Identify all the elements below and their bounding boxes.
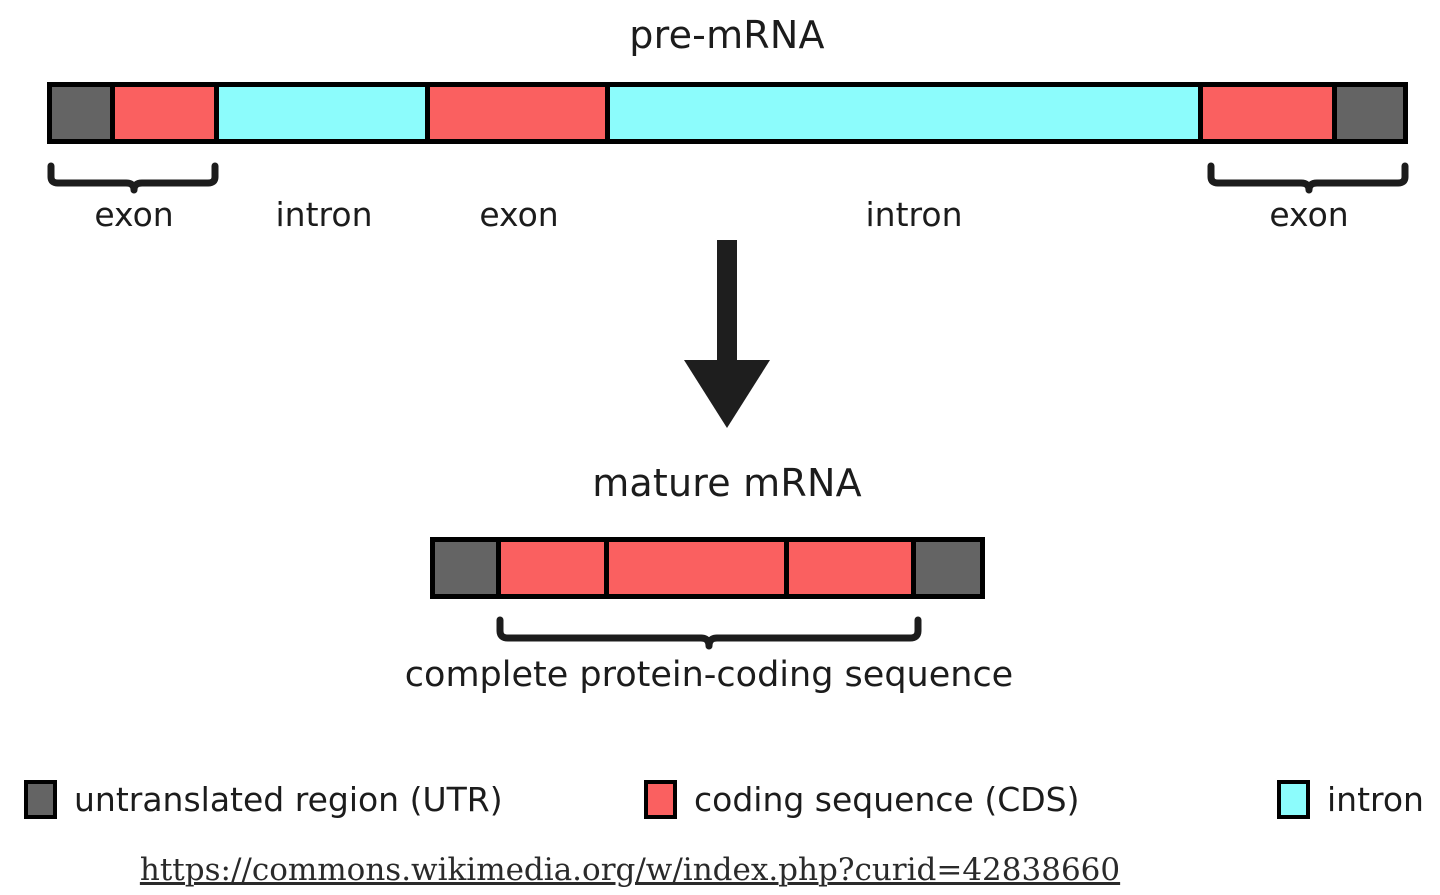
region-label-intron-2: intron [865,195,963,234]
region-label-intron-1: intron [275,195,373,234]
attribution-url[interactable]: https://commons.wikimedia.org/w/index.ph… [139,852,1121,888]
pre-mrna-title: pre-mRNA [629,13,825,57]
brace-exon-1 [47,162,219,194]
mature-mrna-segment-cds-3 [788,542,917,594]
mature-mrna-segment-cds-1 [500,542,609,594]
legend-item-cds: coding sequence (CDS) [644,780,1079,819]
legend-item-intron: intron [1277,780,1424,819]
legend-swatch-utr-icon [24,780,57,819]
mature-mrna-segment-utr-3prime [916,542,980,594]
cds-caption: complete protein-coding sequence [404,655,1014,695]
legend-label-cds: coding sequence (CDS) [694,780,1080,819]
brace-cds [496,616,922,650]
region-label-exon-1: exon [94,195,174,234]
mature-mrna-segment-cds-2 [608,542,789,594]
pre-mrna-segment-utr-3prime [1337,87,1403,139]
mature-mrna-bar [430,537,985,599]
legend-item-utr: untranslated region (UTR) [24,780,503,819]
region-label-exon-2: exon [479,195,559,234]
legend-swatch-intron-icon [1277,780,1310,819]
pre-mrna-segment-cds-1 [114,87,219,139]
pre-mrna-segment-cds-2 [430,87,610,139]
legend-label-utr: untranslated region (UTR) [74,780,503,819]
pre-mrna-bar [47,82,1408,144]
mature-mrna-segment-utr-5prime [435,542,501,594]
legend-swatch-cds-icon [644,780,677,819]
brace-exon-3 [1207,162,1409,194]
pre-mrna-segment-intron-2 [609,87,1204,139]
pre-mrna-segment-cds-3 [1203,87,1338,139]
splicing-arrow-head [684,360,770,428]
pre-mrna-segment-intron-1 [218,87,431,139]
pre-mrna-segment-utr-5prime [52,87,115,139]
mature-mrna-title: mature mRNA [592,461,862,505]
splicing-arrow-shaft [717,240,737,364]
region-label-exon-3: exon [1269,195,1349,234]
legend-label-intron: intron [1327,780,1424,819]
